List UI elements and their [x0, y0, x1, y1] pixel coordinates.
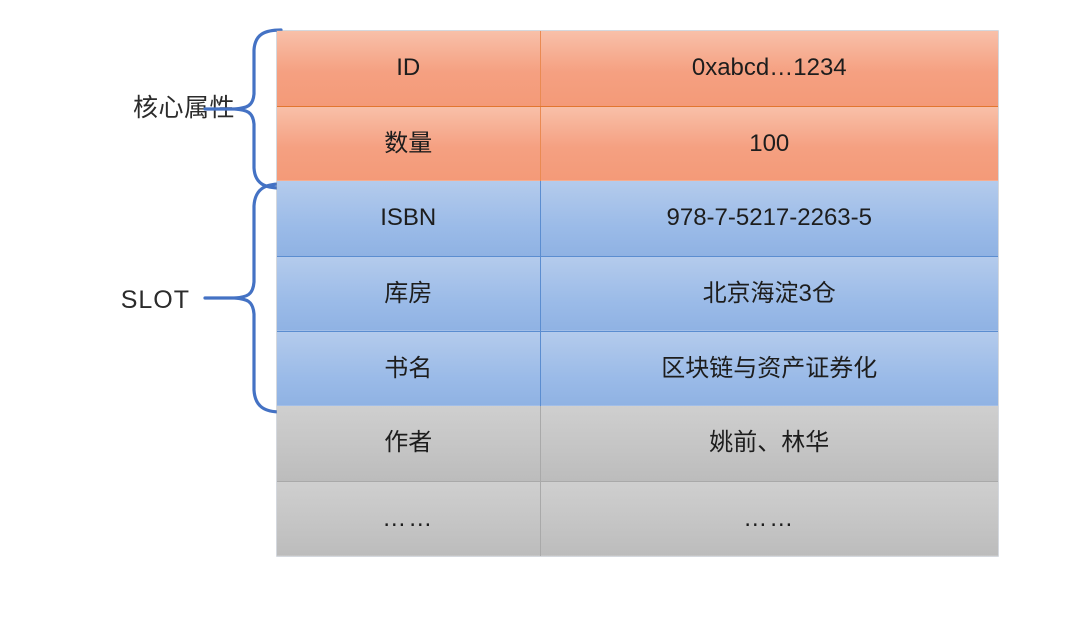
table-row: …… …… [277, 481, 998, 556]
attribute-name-cell: 库房 [277, 256, 541, 332]
attribute-name-cell: 书名 [277, 331, 541, 406]
attribute-name-cell: ID [277, 31, 541, 107]
attribute-value-cell: 0xabcd…1234 [540, 31, 998, 107]
attribute-value-cell: 区块链与资产证券化 [540, 331, 998, 406]
table-row: 库房 北京海淀3仓 [277, 256, 998, 332]
attribute-value-cell: 北京海淀3仓 [540, 256, 998, 332]
attribute-value-cell: …… [540, 481, 998, 556]
attribute-name-cell: ISBN [277, 181, 541, 257]
attribute-value-cell: 100 [540, 106, 998, 181]
attribute-name-cell: …… [277, 481, 541, 556]
table-row: 书名 区块链与资产证券化 [277, 331, 998, 406]
attribute-name-cell: 作者 [277, 406, 541, 482]
attribute-name-cell: 数量 [277, 106, 541, 181]
table-row: ISBN 978-7-5217-2263-5 [277, 181, 998, 257]
group-label-slot: SLOT [120, 286, 190, 314]
attribute-value-cell: 978-7-5217-2263-5 [540, 181, 998, 257]
table-row: ID 0xabcd…1234 [277, 31, 998, 107]
curly-brace-slot [203, 182, 283, 414]
table-row: 数量 100 [277, 106, 998, 181]
attribute-value-cell: 姚前、林华 [540, 406, 998, 482]
attribute-table: ID 0xabcd…1234 数量 100 ISBN 978-7-5217-22… [277, 31, 998, 556]
table-row: 作者 姚前、林华 [277, 406, 998, 482]
curly-brace-core-attributes [203, 28, 283, 190]
